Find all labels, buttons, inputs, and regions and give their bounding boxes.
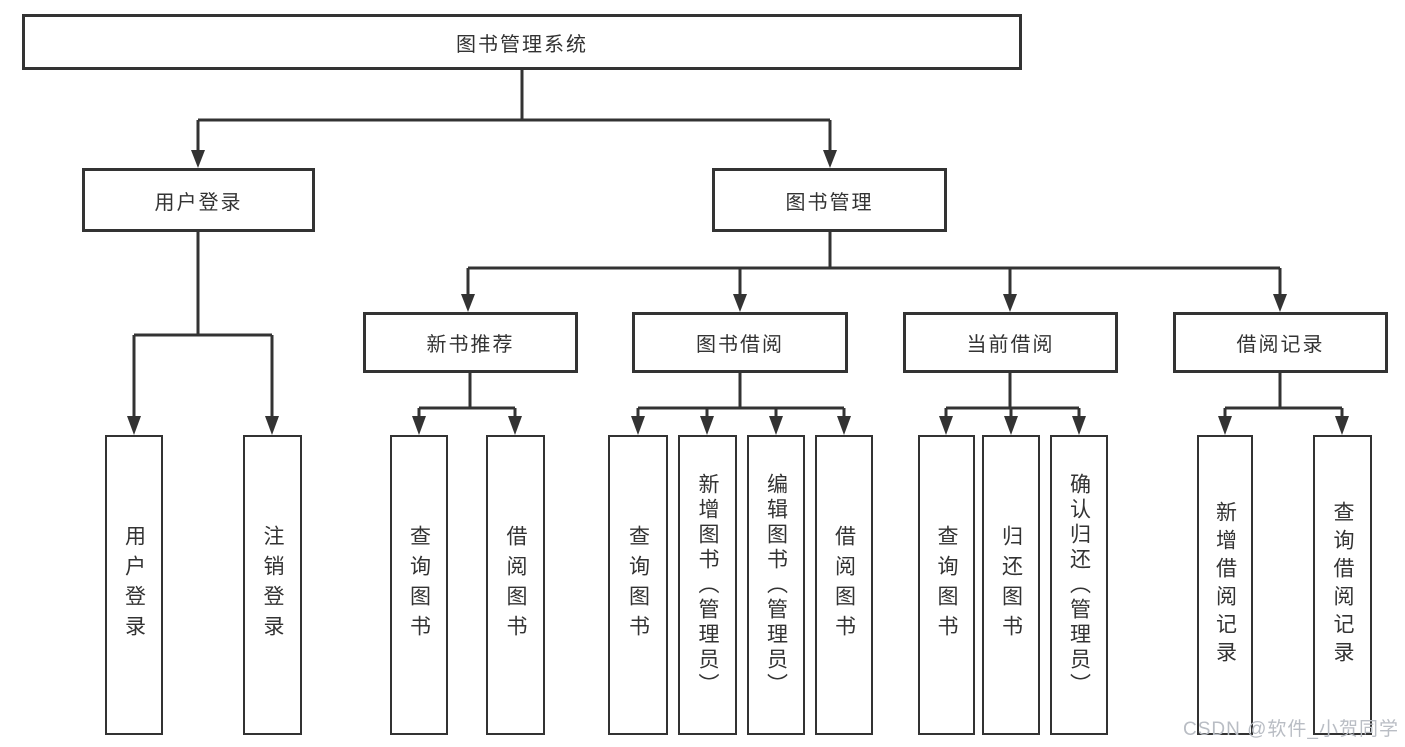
csdn-watermark: CSDN @软件_小贺同学	[1183, 719, 1399, 740]
node-book-borrow-label: 图书借阅	[696, 334, 784, 356]
connector-borrow-records-branch	[1218, 373, 1349, 435]
node-current-borrow: 当前借阅	[903, 312, 1118, 373]
leaf-edit-book-admin-label: 编辑图书（管理员）	[764, 472, 788, 698]
leaf-borrow-query-books: 查询图书	[608, 435, 668, 735]
node-current-borrow-label: 当前借阅	[966, 334, 1055, 356]
connector-book-mgmt-to-level3	[461, 232, 1287, 312]
node-book-management: 图书管理	[712, 168, 947, 232]
connector-user-login-branch	[127, 232, 279, 435]
leaf-edit-book-admin: 编辑图书（管理员）	[747, 435, 805, 735]
leaf-borrow-books-label: 借阅图书	[832, 525, 856, 645]
leaf-current-query-books-label: 查询图书	[935, 525, 958, 645]
leaf-user-login-label: 用户登录	[122, 525, 146, 645]
leaf-return-books: 归还图书	[982, 435, 1040, 735]
node-new-book-recommend: 新书推荐	[363, 312, 578, 373]
connector-book-borrow-branch	[631, 373, 851, 435]
node-book-borrow: 图书借阅	[632, 312, 848, 373]
leaf-borrow-books: 借阅图书	[815, 435, 873, 735]
connector-root-to-level2	[191, 70, 837, 168]
connector-new-book-branch	[412, 373, 522, 435]
node-book-management-label: 图书管理	[785, 191, 874, 214]
leaf-query-borrow-record-label: 查询借阅记录	[1331, 501, 1354, 669]
leaf-add-borrow-record-label: 新增借阅记录	[1213, 501, 1237, 669]
node-new-book-recommend-label: 新书推荐	[426, 334, 515, 356]
leaf-user-login: 用户登录	[105, 435, 163, 735]
node-root-system: 图书管理系统	[22, 14, 1022, 70]
leaf-add-borrow-record: 新增借阅记录	[1197, 435, 1253, 735]
leaf-query-borrow-record: 查询借阅记录	[1313, 435, 1372, 735]
node-root-system-label: 图书管理系统	[456, 33, 588, 56]
leaf-borrow-query-books-label: 查询图书	[626, 525, 650, 645]
leaf-logout: 注销登录	[243, 435, 302, 735]
leaf-newbook-borrow-books-label: 借阅图书	[504, 525, 527, 645]
leaf-newbook-borrow-books: 借阅图书	[486, 435, 545, 735]
leaf-return-books-label: 归还图书	[999, 525, 1023, 645]
leaf-confirm-return-admin-label: 确认归还（管理员）	[1067, 472, 1091, 698]
leaf-logout-label: 注销登录	[261, 525, 284, 645]
connector-current-borrow-branch	[939, 373, 1086, 435]
leaf-add-book-admin-label: 新增图书（管理员）	[696, 472, 719, 698]
node-borrow-records-label: 借阅记录	[1236, 334, 1325, 356]
leaf-confirm-return-admin: 确认归还（管理员）	[1050, 435, 1108, 735]
node-user-login-group-label: 用户登录	[154, 191, 243, 214]
leaf-current-query-books: 查询图书	[918, 435, 975, 735]
node-borrow-records: 借阅记录	[1173, 312, 1388, 373]
leaf-newbook-query-books: 查询图书	[390, 435, 448, 735]
leaf-add-book-admin: 新增图书（管理员）	[678, 435, 737, 735]
leaf-newbook-query-books-label: 查询图书	[407, 525, 431, 645]
node-user-login-group: 用户登录	[82, 168, 315, 232]
